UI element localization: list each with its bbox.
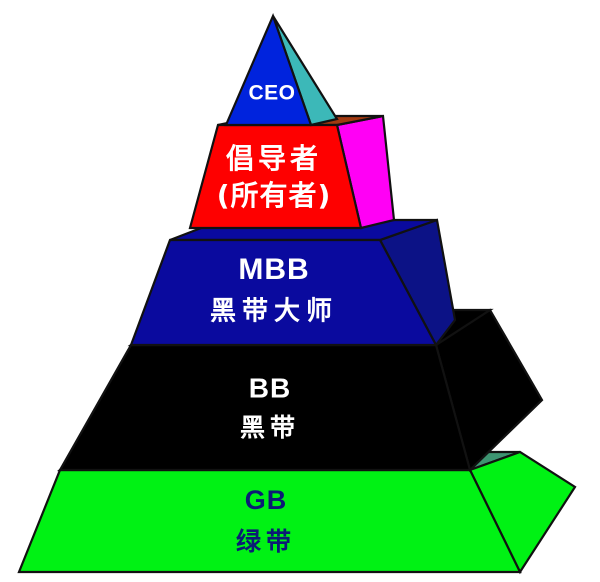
tier-champion-front-face (188, 123, 363, 230)
tier-gb-cjk-label: 绿带 (236, 527, 296, 556)
tier-champion-cjk-label-1: 倡导者 (226, 142, 322, 175)
tier-champion-cjk-label-2: (所有者) (217, 179, 332, 212)
tier-mbb[interactable]: MBB 黑带大师 (129, 218, 457, 348)
tier-ceo-latin-label: CEO (248, 82, 295, 105)
tier-mbb-cjk-label: 黑带大师 (210, 297, 338, 327)
tier-gb-latin-label: GB (245, 485, 288, 515)
tier-bb-cjk-label: 黑带 (240, 413, 300, 442)
tier-ceo-front-face (224, 12, 313, 127)
tier-mbb-front-face (129, 238, 438, 347)
tier-bb-latin-label: BB (249, 372, 291, 403)
tier-mbb-latin-label: MBB (238, 253, 309, 286)
tier-ceo[interactable]: CEO (224, 12, 339, 127)
tier-champion[interactable]: 倡导者 (所有者) (188, 114, 396, 230)
tier-bb-front-face (58, 343, 472, 472)
